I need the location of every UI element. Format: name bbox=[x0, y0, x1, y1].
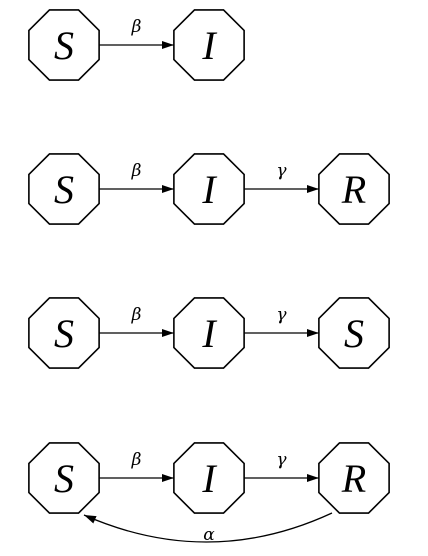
compartment-node: I bbox=[173, 9, 245, 81]
octagon-node-shape bbox=[318, 153, 390, 225]
compartment-label: S bbox=[54, 23, 74, 68]
edge-rate-label: β bbox=[131, 17, 142, 37]
compartment-label: S bbox=[54, 311, 74, 356]
diagram-4: β γ α S I R bbox=[28, 442, 390, 545]
edge: γ bbox=[244, 161, 319, 193]
octagon-node-shape bbox=[173, 153, 245, 225]
octagon-node-shape bbox=[173, 442, 245, 514]
compartment-node: R bbox=[318, 442, 390, 514]
compartment-label: I bbox=[201, 23, 217, 68]
octagon-node-shape bbox=[28, 9, 100, 81]
compartment-label: R bbox=[341, 456, 366, 501]
edge: β bbox=[99, 161, 174, 193]
compartment-node: I bbox=[173, 153, 245, 225]
edge: γ bbox=[244, 450, 319, 482]
octagon-node-shape bbox=[28, 442, 100, 514]
compartment-node: R bbox=[318, 153, 390, 225]
edge: γ bbox=[244, 305, 319, 337]
compartment-node: S bbox=[318, 297, 390, 369]
compartment-node: I bbox=[173, 442, 245, 514]
edge-rate-label: β bbox=[131, 305, 142, 325]
octagon-node-shape bbox=[173, 297, 245, 369]
compartment-label: S bbox=[54, 456, 74, 501]
edge-rate-label: γ bbox=[276, 305, 287, 325]
compartment-label: R bbox=[341, 167, 366, 212]
edge-rate-label: β bbox=[131, 161, 142, 181]
compartment-node: S bbox=[28, 297, 100, 369]
compartment-label: S bbox=[54, 167, 74, 212]
compartment-label: I bbox=[201, 167, 217, 212]
edge: β bbox=[99, 450, 174, 482]
compartment-label: I bbox=[201, 456, 217, 501]
edge-rate-label: γ bbox=[276, 161, 287, 181]
octagon-node-shape bbox=[173, 9, 245, 81]
octagon-node-shape bbox=[318, 297, 390, 369]
edge-rate-label: α bbox=[203, 525, 215, 545]
compartment-label: I bbox=[201, 311, 217, 356]
octagon-node-shape bbox=[28, 297, 100, 369]
edge: β bbox=[99, 17, 174, 49]
edge-arrow-curved bbox=[83, 512, 333, 543]
edge-rate-label: β bbox=[131, 450, 142, 470]
compartment-label: S bbox=[344, 311, 364, 356]
compartment-node: S bbox=[28, 442, 100, 514]
compartment-node: S bbox=[28, 153, 100, 225]
edge-rate-label: γ bbox=[276, 450, 287, 470]
edge: α bbox=[83, 512, 333, 545]
edge: β bbox=[99, 305, 174, 337]
compartment-node: I bbox=[173, 297, 245, 369]
octagon-node-shape bbox=[318, 442, 390, 514]
octagon-node-shape bbox=[28, 153, 100, 225]
compartment-node: S bbox=[28, 9, 100, 81]
